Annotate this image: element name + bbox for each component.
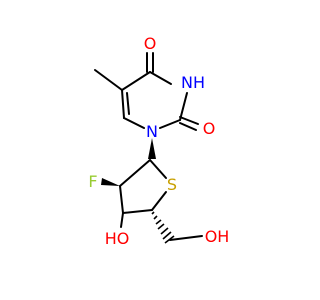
fluorine-label: F	[88, 172, 97, 191]
bond-ch2-o	[169, 235, 203, 241]
nh-label: NH	[181, 73, 205, 92]
bond-c6-c5	[121, 89, 125, 119]
bond-c6-c5-inner	[126, 92, 130, 115]
wedge-n1-c1prime	[148, 138, 156, 159]
bond-methyl	[94, 69, 123, 91]
bond-c2prime-c1prime	[119, 159, 151, 187]
bond-s-c4prime	[151, 191, 167, 211]
hydroxyl-label-c3prime: HO	[105, 229, 130, 248]
pyrimidine-ring-bonds	[94, 52, 199, 131]
bond-c2-o-a	[179, 116, 199, 125]
bond-c1prime-s	[149, 159, 167, 179]
hash-c4prime-ch2	[151, 211, 175, 244]
bond-c5-c4	[121, 71, 151, 91]
bond-c4-n3	[149, 71, 172, 85]
bond-c3prime-o	[120, 212, 124, 228]
nitrogen-label-n1: N	[146, 122, 158, 141]
hydroxyl-label-ch2: OH	[205, 227, 230, 246]
wedge-c2prime-f	[101, 178, 120, 186]
bond-n3-c2	[179, 92, 188, 121]
bond-c3prime-c2prime	[119, 185, 124, 214]
oxygen-label-c2: O	[203, 119, 216, 138]
molecule-structure: O NH O N F S HO OH	[88, 34, 230, 248]
bond-c2-o-b	[179, 122, 197, 131]
bond-c4prime-c3prime	[122, 209, 153, 214]
sulfur-label: S	[167, 175, 177, 194]
bond-n1-c6	[123, 117, 145, 129]
sugar-ring-bonds	[119, 159, 167, 228]
oxygen-label-c4: O	[144, 34, 157, 53]
bond-c2-n1	[159, 119, 181, 129]
